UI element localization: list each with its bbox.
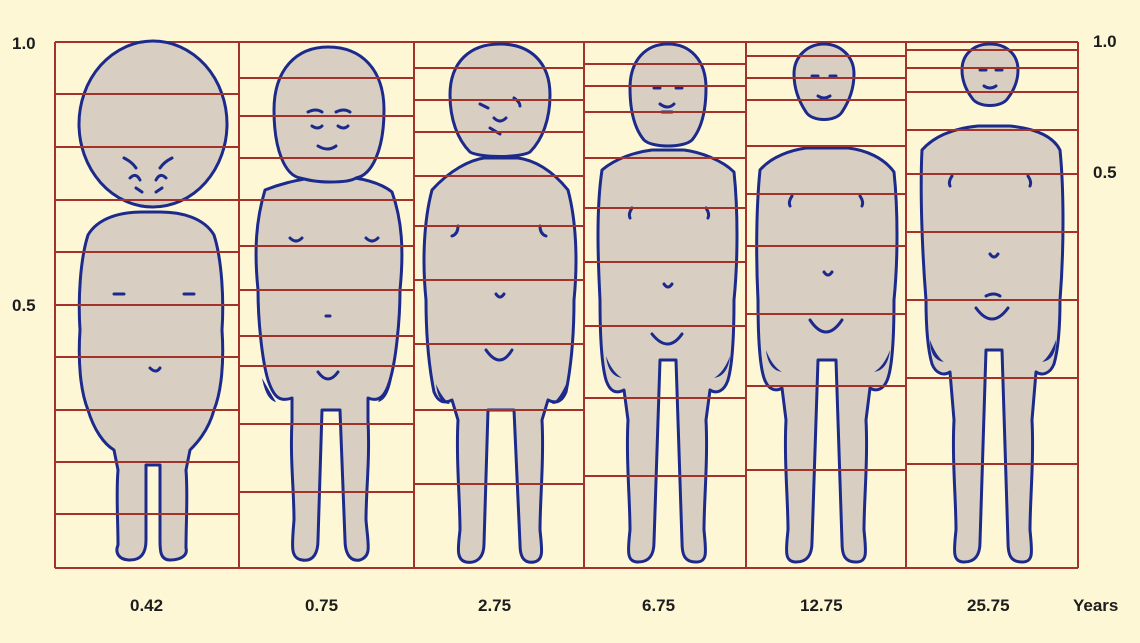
- figure-age-6-75: [598, 44, 737, 562]
- scale-left-mid-label: 0.5: [12, 296, 36, 316]
- head-outline: [274, 47, 384, 182]
- scale-right-top-label: 1.0: [1093, 32, 1117, 52]
- age-label: 0.42: [130, 596, 163, 616]
- body-silhouette: [256, 47, 402, 560]
- age-label: 12.75: [800, 596, 843, 616]
- figure-age-0-42: [79, 41, 227, 560]
- body-outline: [921, 126, 1063, 562]
- figure-age-0-75: [256, 47, 402, 560]
- body-silhouette: [757, 44, 897, 562]
- age-label: 25.75: [967, 596, 1010, 616]
- figure-age-12-75: [757, 44, 897, 562]
- body-silhouette: [598, 44, 737, 562]
- body-outline: [598, 150, 737, 562]
- age-label: 2.75: [478, 596, 511, 616]
- years-unit-label: Years: [1073, 596, 1118, 616]
- scale-right-mid-label: 0.5: [1093, 163, 1117, 183]
- age-label: 6.75: [642, 596, 675, 616]
- body-outline: [256, 178, 402, 560]
- age-label: 0.75: [305, 596, 338, 616]
- body-outline: [79, 212, 222, 560]
- body-silhouette: [921, 44, 1063, 562]
- body-outline: [757, 148, 897, 562]
- head-outline: [79, 41, 227, 207]
- figure-age-25-75: [921, 44, 1063, 562]
- head-outline: [630, 44, 706, 146]
- head-outline: [962, 44, 1018, 106]
- body-silhouette: [79, 41, 227, 560]
- scale-left-top-label: 1.0: [12, 34, 36, 54]
